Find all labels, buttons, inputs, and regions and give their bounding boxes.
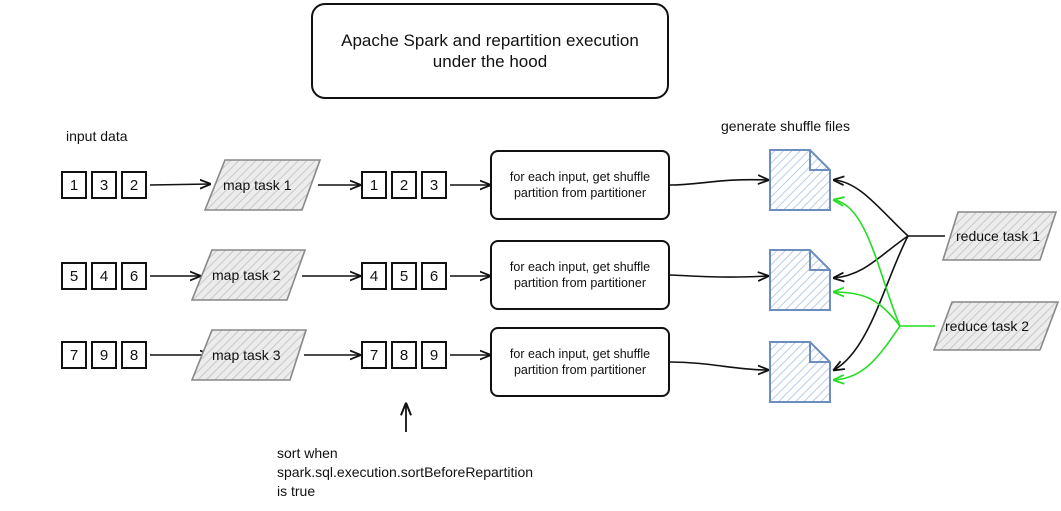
sorted-cell: 4	[361, 262, 387, 290]
partitioner-box: for each input, get shuffle partition fr…	[490, 150, 670, 220]
partitioner-box: for each input, get shuffle partition fr…	[490, 240, 670, 310]
title-line-1: Apache Spark and repartition execution	[341, 31, 639, 50]
map-task-label: map task 1	[223, 177, 292, 193]
partitioner-text-line: partition from partitioner	[513, 363, 646, 377]
partitioner-text-line: for each input, get shuffle	[509, 260, 651, 274]
input-cell: 7	[61, 341, 87, 369]
sorted-cell: 2	[391, 171, 417, 199]
sorted-cell: 7	[361, 341, 387, 369]
arrow-partition-to-file-1	[669, 180, 768, 186]
arrow-partition-to-file-2	[669, 275, 768, 277]
reduce-task-label: reduce task 2	[945, 318, 1030, 334]
input-cell: 6	[121, 262, 147, 290]
map-task-label: map task 2	[212, 267, 281, 283]
shuffle-files-label: generate shuffle files	[721, 118, 850, 134]
map-task-1-shape	[203, 159, 322, 211]
map-task-label: map task 3	[212, 347, 281, 363]
reduce-task-2-shape	[932, 301, 1060, 351]
reduce-2-read-file-1	[834, 200, 901, 327]
partitioner-text-line: partition from partitioner	[513, 186, 646, 200]
partitioner-box: for each input, get shuffle partition fr…	[490, 327, 670, 397]
sorted-cell: 3	[421, 171, 447, 199]
sorted-cell: 5	[391, 262, 417, 290]
sorted-cell: 6	[421, 262, 447, 290]
input-cell: 3	[91, 171, 117, 199]
input-cell: 2	[121, 171, 147, 199]
shuffle-file-3-fold	[809, 342, 830, 363]
shuffle-file-2-fold	[809, 250, 830, 271]
shuffle-file-1	[769, 149, 831, 211]
diagram-title: Apache Spark and repartition execution u…	[311, 3, 669, 99]
partitioner-text-line: for each input, get shuffle	[509, 347, 651, 361]
reduce-task-label: reduce task 1	[956, 228, 1041, 244]
sort-note-line: spark.sql.execution.sortBeforeRepartitio…	[277, 464, 534, 480]
sorted-cell: 9	[421, 341, 447, 369]
sort-note-line: sort when	[277, 445, 338, 461]
shuffle-file-1-fold	[809, 150, 830, 171]
reduce-1-read-file-3	[834, 235, 909, 370]
sort-note-line: is true	[277, 483, 316, 499]
input-cell: 5	[61, 262, 87, 290]
title-line-2: under the hood	[432, 52, 548, 71]
input-data-label: input data	[66, 128, 128, 144]
map-task-2-shape	[190, 249, 307, 301]
arrow-input-to-map-1	[149, 184, 210, 185]
sorted-cell: 8	[391, 341, 417, 369]
arrow-partition-to-file-3	[669, 361, 768, 370]
partitioner-text-line: partition from partitioner	[513, 276, 646, 290]
sort-note: sort when spark.sql.execution.sortBefore…	[277, 444, 533, 501]
reduce-task-1-shape	[941, 211, 1058, 261]
map-task-3-shape	[190, 329, 308, 381]
shuffle-file-2	[769, 249, 831, 311]
reduce-2-read-file-3	[834, 325, 901, 380]
input-cell: 9	[91, 341, 117, 369]
partitioner-text-line: for each input, get shuffle	[509, 170, 651, 184]
input-cell: 4	[91, 262, 117, 290]
reduce-1-read-file-1	[834, 180, 909, 237]
reduce-1-read-file-2	[834, 235, 909, 278]
shuffle-file-3	[769, 341, 831, 403]
sorted-cell: 1	[361, 171, 387, 199]
input-cell: 1	[61, 171, 87, 199]
input-cell: 8	[121, 341, 147, 369]
reduce-2-read-file-2	[834, 292, 901, 327]
